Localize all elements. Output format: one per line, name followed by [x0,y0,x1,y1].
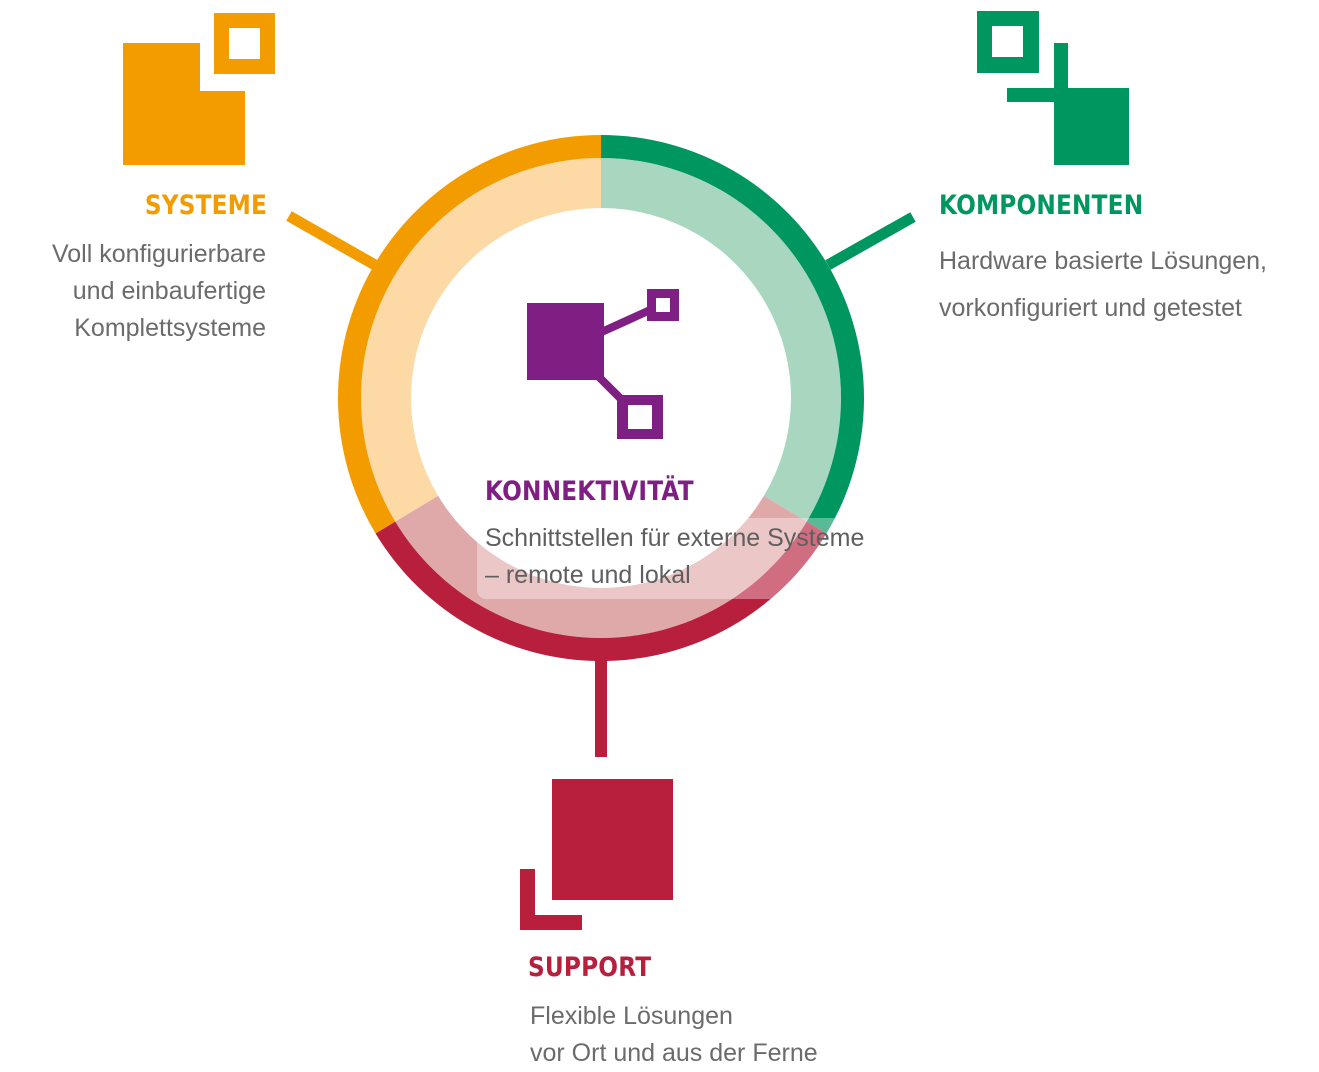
konnektivitaet-description-line: Schnittstellen für externe Systeme [485,524,865,552]
systeme-description-line: Voll konfigurierbare [51,240,266,268]
komponenten-connector-line [825,212,916,270]
systeme-description-line: Komplettsysteme [74,314,266,342]
support-ring-segment [375,521,827,661]
support-ring-inner-segment [395,495,807,639]
squares-corner-icon [520,779,673,930]
systeme-title: SYSTEME [144,190,267,221]
komponenten-description-line: vorkonfiguriert und getestet [939,294,1242,322]
center-label-backing [477,518,922,599]
support-title: SUPPORT [528,952,652,983]
konnektivitaet-description-line: – remote und lokal [485,561,691,589]
komponenten-description-line: Hardware basierte Lösungen, [939,247,1267,275]
systeme-description: Voll konfigurierbare und einbaufertige K… [52,236,266,347]
konnektivitaet-title: KONNEKTIVITÄT [485,476,694,507]
systeme-ring-inner-segment [361,158,601,522]
systeme-connector-line [286,211,378,270]
squares-overlap-icon [123,7,284,165]
komponenten-ring-inner-segment [601,158,842,522]
network-nodes-icon [527,289,679,439]
komponenten-title: KOMPONENTEN [939,190,1144,221]
systeme-description-line: und einbaufertige [72,277,266,305]
support-description-line: vor Ort und aus der Ferne [530,1039,818,1067]
komponenten-description: Hardware basierte Lösungen, vorkonfiguri… [939,238,1267,332]
systeme-ring-segment [338,135,601,534]
support-description: Flexible Lösungen vor Ort und aus der Fe… [530,998,818,1072]
support-description-line: Flexible Lösungen [530,1002,733,1030]
komponenten-ring-segment [601,135,864,534]
konnektivitaet-description: Schnittstellen für externe Systeme – rem… [485,520,864,594]
squares-crosshair-icon [977,11,1129,165]
